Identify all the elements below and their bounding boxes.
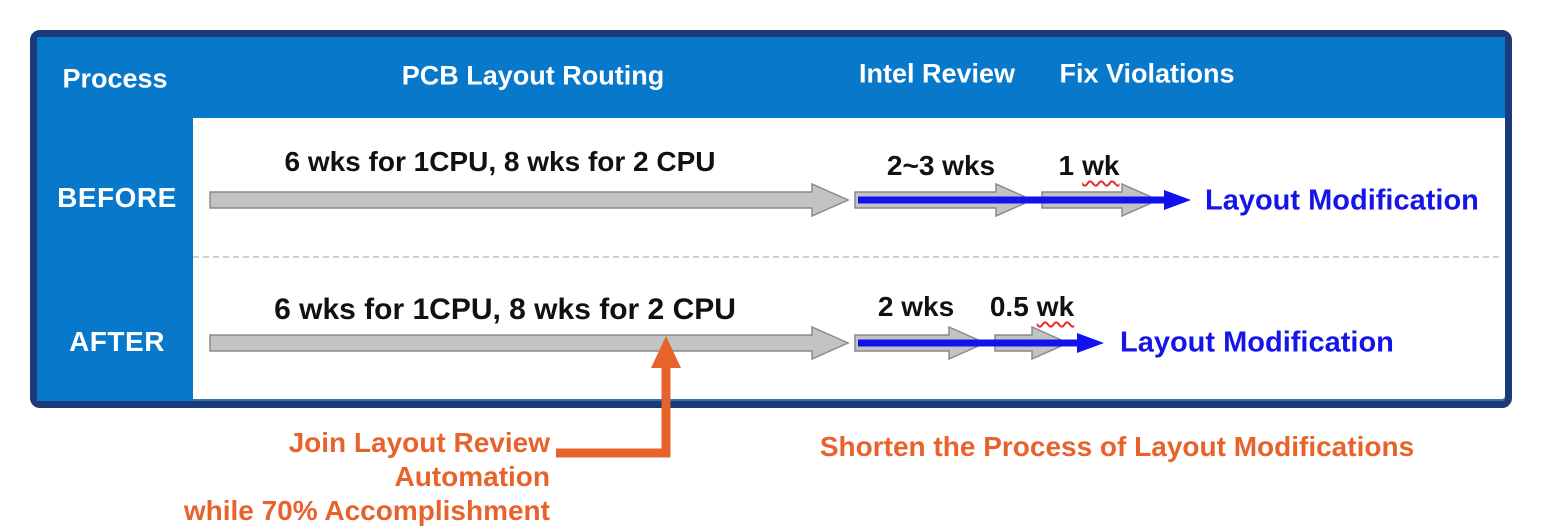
join-automation-note: Join Layout Review Automation while 70% …: [150, 426, 550, 528]
before-label: BEFORE: [57, 182, 177, 213]
after-label: AFTER: [69, 326, 165, 357]
before-routing-duration: 6 wks for 1CPU, 8 wks for 2 CPU: [284, 146, 716, 177]
join-automation-line2: while 70% Accomplishment: [183, 495, 550, 526]
before-fix-duration-value: 1: [1058, 150, 1075, 181]
header-pcb-layout-routing: PCB Layout Routing: [401, 60, 665, 91]
after-review-duration: 2 wks: [877, 291, 955, 322]
after-outcome: Layout Modification: [1120, 326, 1394, 359]
shorten-process-note: Shorten the Process of Layout Modificati…: [819, 431, 1415, 462]
header-process: Process: [62, 63, 168, 94]
before-outcome: Layout Modification: [1205, 184, 1479, 217]
row-divider: [193, 256, 1499, 258]
before-review-duration: 2~3 wks: [886, 150, 996, 181]
after-routing-duration: 6 wks for 1CPU, 8 wks for 2 CPU: [274, 293, 736, 326]
before-fix-duration-unit: wk: [1082, 150, 1120, 181]
after-fix-duration-value: 0.5: [989, 291, 1029, 322]
join-automation-line1: Join Layout Review Automation: [288, 427, 550, 492]
header-band: [37, 37, 1505, 118]
after-fix-duration-unit: wk: [1036, 291, 1075, 322]
header-intel-review: Intel Review: [858, 58, 1016, 89]
header-fix-violations: Fix Violations: [1059, 58, 1235, 89]
side-column: [37, 37, 193, 401]
